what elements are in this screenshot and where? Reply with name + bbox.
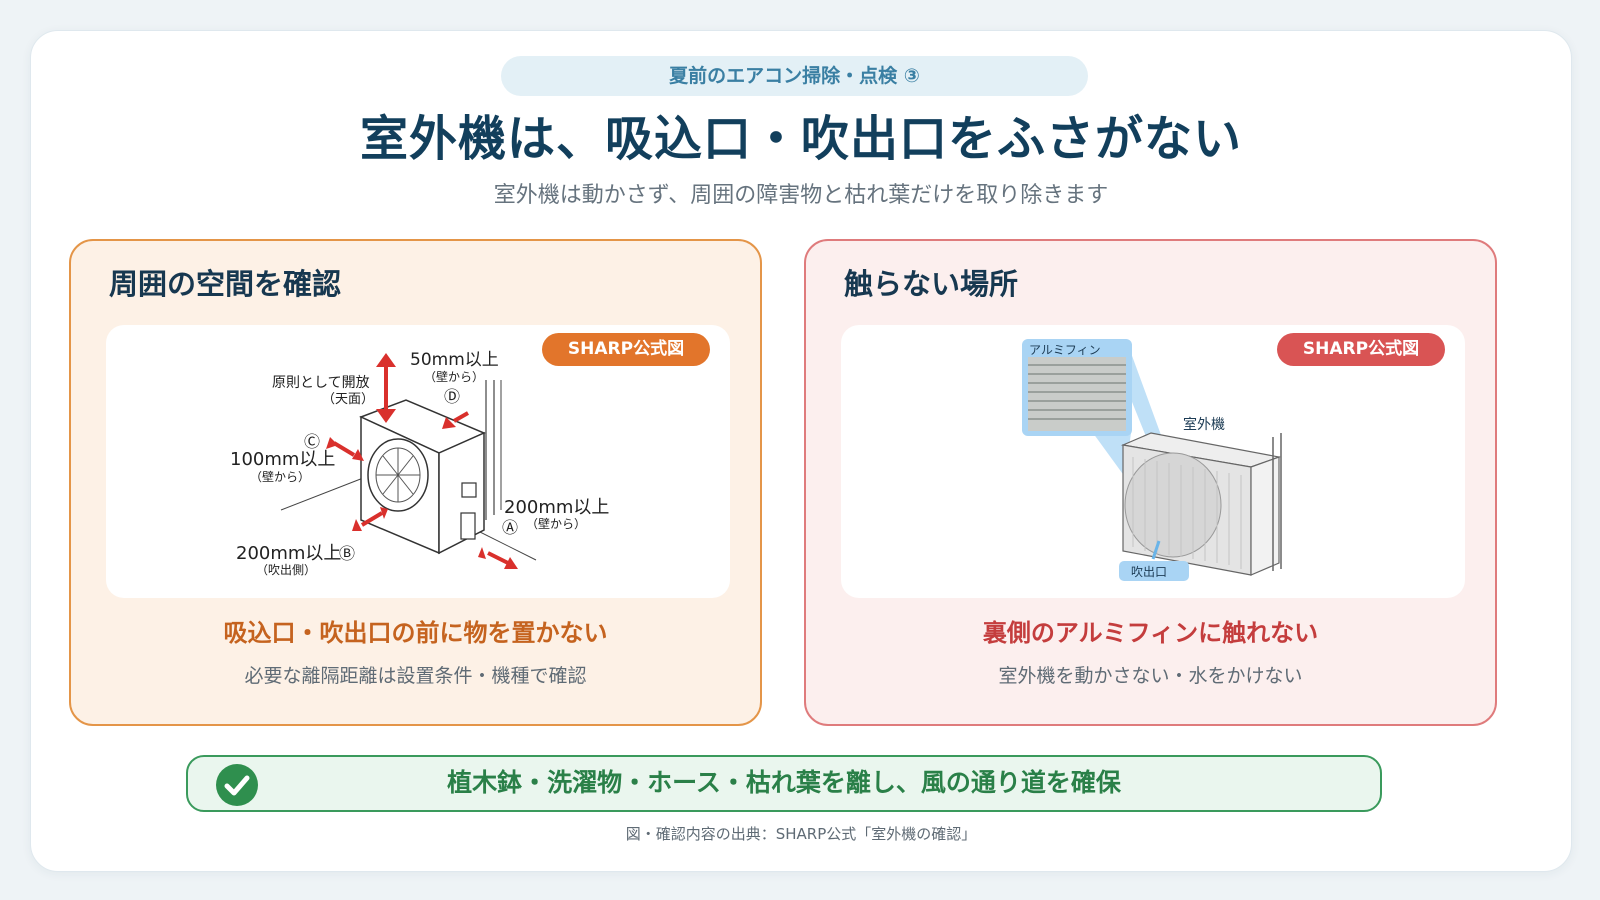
- open-top-sub: （天面）: [322, 392, 374, 407]
- fin-diagram: アルミフィン: [1022, 339, 1282, 581]
- no-touch-panel: 触らない場所 アルミフィン: [804, 239, 1497, 726]
- sharp-badge: SHARP公式図: [1277, 333, 1445, 366]
- unit-label: 室外機: [1183, 416, 1225, 433]
- panel-note: 室外機を動かさない・水をかけない: [998, 665, 1303, 687]
- clearance-arrows: [326, 353, 518, 569]
- panel-heading: 裏側のアルミフィンに触れない: [982, 619, 1319, 647]
- panel-title: 触らない場所: [844, 267, 1019, 301]
- banner-text: 植木鉢・洗濯物・ホース・枯れ葉を離し、風の通り道を確保: [447, 768, 1121, 797]
- open-top-label: 原則として開放: [272, 375, 370, 391]
- fin-diagram-box: アルミフィン: [841, 325, 1465, 598]
- c-mark: Ⓒ: [304, 432, 320, 451]
- page-subtitle: 室外機は動かさず、周囲の障害物と枯れ葉だけを取り除きます: [493, 183, 1109, 208]
- outdoor-unit-drawing: [359, 399, 486, 555]
- tip-banner: 植木鉢・洗濯物・ホース・枯れ葉を離し、風の通り道を確保: [186, 755, 1382, 812]
- slide-card: 夏前のエアコン掃除・点検 ③ 室外機は、吸込口・吹出口をふさがない 室外機は動か…: [30, 30, 1572, 872]
- a-clearance-value: 200mm以上: [504, 497, 609, 518]
- clearance-diagram-box: 原則として開放 （天面） 50mm以上 （壁から） Ⓓ Ⓒ 100mm以上 （壁…: [106, 325, 730, 598]
- section-tag: 夏前のエアコン掃除・点検 ③: [501, 56, 1088, 96]
- space-check-panel: 周囲の空間を確認: [69, 239, 762, 726]
- c-clearance-sub: （壁から）: [250, 469, 310, 484]
- panel-note: 必要な離隔距離は設置条件・機種で確認: [244, 665, 587, 687]
- a-mark: Ⓐ: [502, 518, 518, 537]
- panel-title: 周囲の空間を確認: [109, 267, 342, 301]
- outlet-label: 吹出口: [1131, 565, 1167, 579]
- d-clearance-value: 50mm以上: [410, 350, 499, 370]
- page-title: 室外機は、吸込口・吹出口をふさがない: [359, 111, 1242, 167]
- a-clearance-sub: （壁から）: [526, 516, 586, 531]
- sharp-badge: SHARP公式図: [542, 333, 710, 366]
- fin-label: アルミフィン: [1029, 343, 1101, 357]
- check-circle-icon: [216, 764, 258, 806]
- panel-heading: 吸込口・吹出口の前に物を置かない: [223, 619, 608, 647]
- b-clearance-sub: （吹出側）: [256, 563, 316, 577]
- d-clearance-sub: （壁から）: [424, 369, 484, 384]
- b-clearance-value: 200mm以上: [236, 543, 341, 564]
- d-mark: Ⓓ: [444, 387, 460, 406]
- outdoor-unit-drawing: [1120, 432, 1282, 576]
- clearance-diagram: 原則として開放 （天面） 50mm以上 （壁から） Ⓓ Ⓒ 100mm以上 （壁…: [230, 350, 609, 577]
- b-mark: Ⓑ: [339, 544, 355, 563]
- source-credit: 図・確認内容の出典：SHARP公式「室外機の確認」: [625, 825, 977, 843]
- c-clearance-value: 100mm以上: [230, 449, 335, 470]
